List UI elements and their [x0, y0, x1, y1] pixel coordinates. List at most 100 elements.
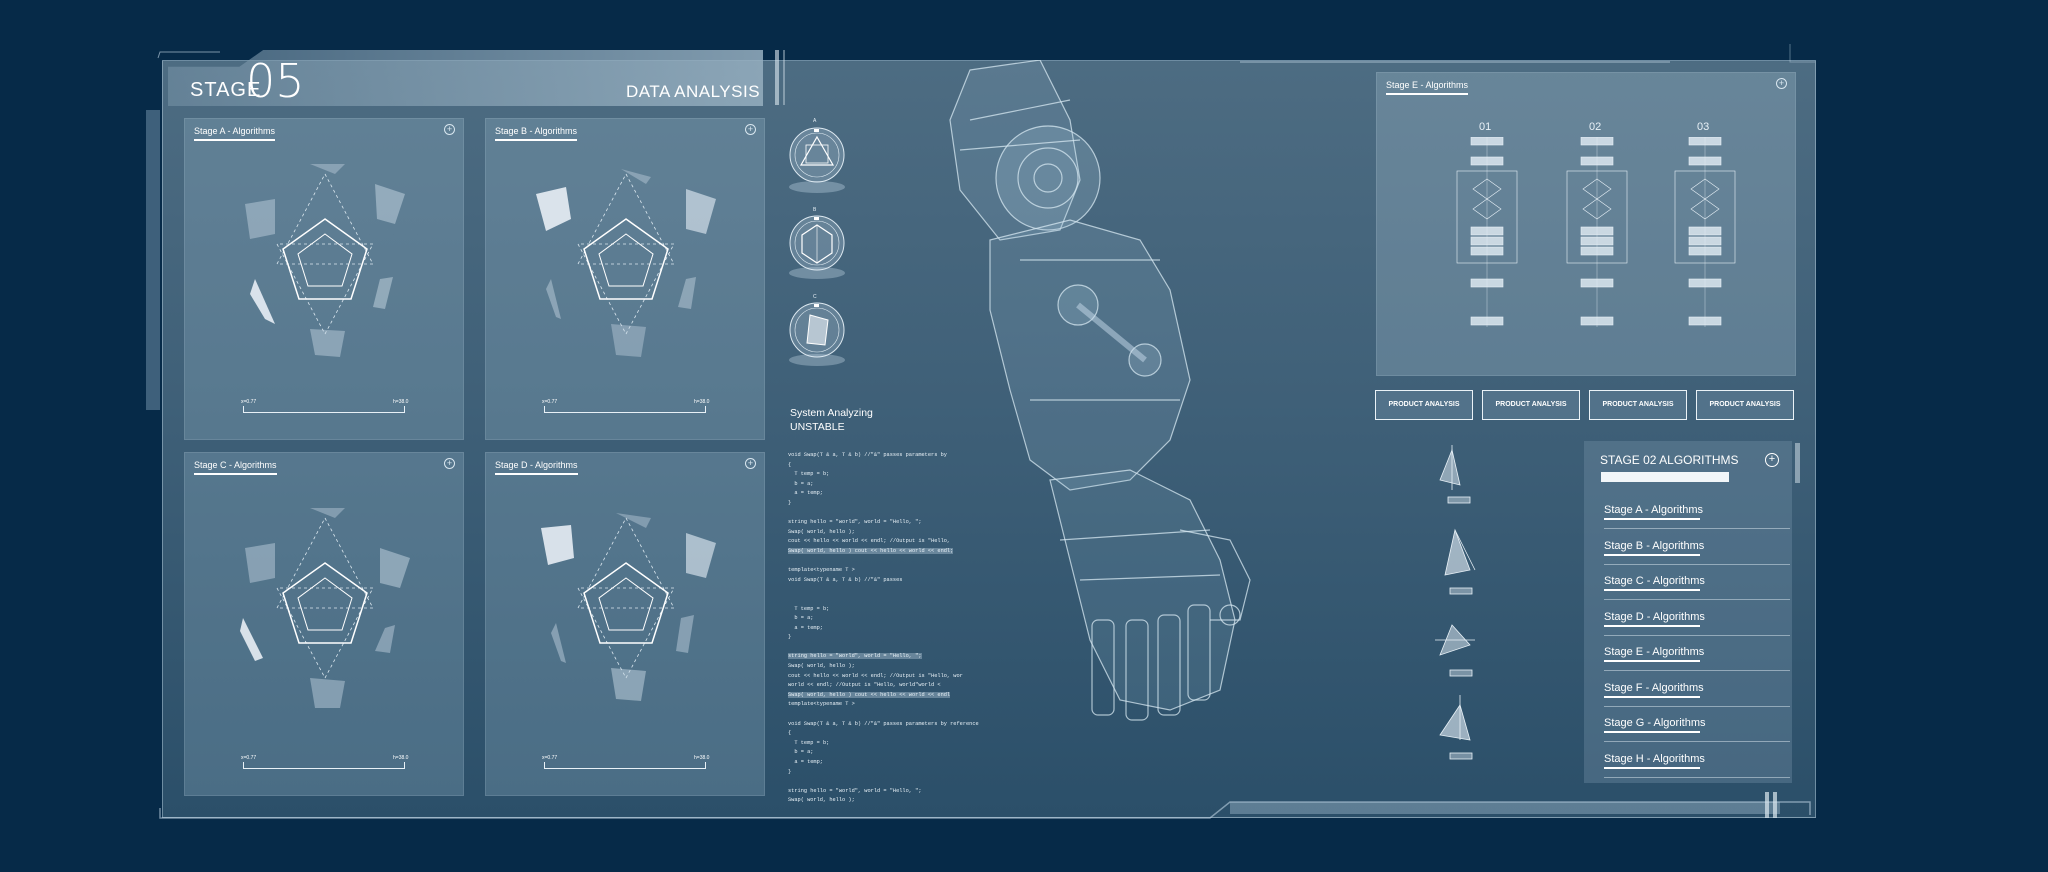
code-line: {	[788, 730, 792, 737]
scale-bar	[243, 762, 405, 769]
left-dock	[146, 110, 160, 410]
stage02-item-label: Stage F - Algorithms	[1604, 681, 1704, 694]
shape-icons	[789, 127, 845, 366]
add-icon[interactable]: +	[745, 124, 756, 135]
stage02-item-label: Stage D - Algorithms	[1604, 610, 1705, 623]
scale-right-label: h=38.0	[694, 399, 710, 405]
scroll-indicator[interactable]	[1795, 443, 1800, 483]
stage02-list-item[interactable]: Stage E - Algorithms	[1604, 642, 1790, 671]
dodecahedron-diagram	[245, 164, 405, 357]
stage02-item-label: Stage E - Algorithms	[1604, 646, 1705, 658]
shape-icon-c	[789, 302, 845, 366]
code-line: a = temp;	[788, 759, 823, 765]
stage-number: 05	[246, 54, 305, 108]
product-analysis-button-2[interactable]: PRODUCT ANALYSIS	[1482, 390, 1580, 420]
stage02-list-item[interactable]: Stage H - Algorithms	[1604, 749, 1790, 778]
panel-title: Stage A - Algorithms	[194, 126, 276, 141]
stage02-item-label: Stage A - Algorithms	[1604, 504, 1704, 516]
panel-title: Stage B - Algorithms	[495, 126, 578, 141]
add-icon[interactable]: +	[1765, 453, 1779, 467]
column-label-01: 01	[1479, 121, 1492, 133]
code-block: void Swap(T & a, T & b) //"&" passes par…	[788, 452, 979, 807]
dodecahedron-diagram	[240, 508, 410, 708]
scale-right-label: h=38.0	[393, 399, 409, 405]
stage02-item-underline	[1604, 518, 1700, 520]
stage02-item-label: Stage H - Algorithms	[1604, 752, 1705, 765]
code-line: string hello = "world", world = "Hello, …	[788, 653, 922, 660]
code-line: void Swap(T & a, T & b) //"&" passes	[788, 576, 903, 583]
scale-left-label: x=0.77	[542, 399, 558, 405]
add-icon[interactable]: +	[444, 124, 455, 135]
scale-right-label: h=38.0	[393, 755, 409, 761]
panel-stage-a: Stage A - Algorithms + x=0.77 h=38.0	[184, 118, 464, 440]
system-status-value: UNSTABLE	[790, 421, 845, 433]
stage02-item-label: Stage G - Algorithms	[1604, 717, 1706, 729]
stage02-item-underline	[1604, 660, 1700, 662]
code-line: b = a;	[788, 480, 814, 487]
stage02-list-item[interactable]: Stage A - Algorithms	[1604, 500, 1790, 529]
icon-label-a: A	[813, 118, 817, 124]
stage02-item-label: Stage B - Algorithms	[1604, 539, 1705, 552]
stage02-item-underline	[1604, 766, 1700, 769]
panel-title: Stage E - Algorithms	[1386, 80, 1469, 95]
scale-left-label: x=0.77	[241, 755, 257, 761]
code-line: Swap( world, hello );	[788, 663, 855, 670]
code-line: Swap( world, hello ) cout << hello << wo…	[788, 547, 954, 554]
dodecahedron-diagram	[536, 169, 716, 357]
code-line: Swap( world, hello );	[788, 797, 855, 804]
code-line: string hello = "world", world = "Hello, …	[788, 787, 922, 794]
stage02-list-item[interactable]: Stage B - Algorithms	[1604, 536, 1790, 565]
main-frame	[162, 60, 1816, 818]
code-line	[788, 778, 958, 788]
code-line: cout << hello << world << endl; //Output…	[788, 672, 963, 679]
add-icon[interactable]: +	[1776, 78, 1787, 89]
shape-icon-b	[789, 215, 845, 279]
code-line: a = temp;	[788, 624, 823, 631]
product-analysis-button-3[interactable]: PRODUCT ANALYSIS	[1589, 390, 1687, 420]
stage02-list-item[interactable]: Stage D - Algorithms	[1604, 607, 1790, 636]
stage02-panel	[1584, 441, 1792, 783]
stage02-item-label: Stage C - Algorithms	[1604, 575, 1705, 587]
code-line: cout << hello << world << endl; //Output…	[788, 538, 951, 545]
scale-bar	[544, 762, 706, 769]
stage02-item-underline	[1604, 695, 1700, 698]
stage02-progress-bar	[1601, 472, 1729, 482]
product-analysis-button-1[interactable]: PRODUCT ANALYSIS	[1375, 390, 1473, 420]
header-bar	[168, 50, 763, 106]
system-status-title: System Analyzing	[790, 407, 873, 419]
code-line: }	[788, 634, 792, 641]
flowchart-diagram	[1456, 137, 1736, 327]
stage02-list-item[interactable]: Stage F - Algorithms	[1604, 678, 1790, 707]
code-line: Swap( world, hello ) cout << hello << wo…	[788, 691, 951, 698]
add-icon[interactable]: +	[444, 458, 455, 469]
code-line: world << endl; //Output is "Hello, world…	[788, 682, 941, 689]
shape-icon-a	[789, 127, 845, 193]
stage02-list-item[interactable]: Stage G - Algorithms	[1604, 713, 1790, 742]
panel-title: Stage D - Algorithms	[495, 460, 578, 475]
panel-stage-b: Stage B - Algorithms + x=0.77 h=38.0	[485, 118, 765, 440]
stage02-title: STAGE 02 ALGORITHMS	[1600, 453, 1739, 467]
frame-decoration	[157, 44, 1815, 819]
code-line: b = a;	[788, 749, 814, 756]
icon-label-c: C	[813, 294, 817, 300]
robot-arm-illustration	[949, 60, 1251, 721]
scale-left-label: x=0.77	[241, 399, 257, 405]
code-line: a = temp;	[788, 490, 823, 497]
code-line: void Swap(T & a, T & b) //"&" passes par…	[788, 720, 979, 727]
icon-label-b: B	[813, 207, 817, 213]
code-line: T temp = b;	[788, 739, 830, 746]
panel-stage-d: Stage D - Algorithms + x=0.77 h=38.0	[485, 452, 765, 796]
scale-left-label: x=0.77	[542, 755, 558, 761]
product-analysis-button-4[interactable]: PRODUCT ANALYSIS	[1696, 390, 1794, 420]
code-line: template<typename T >	[788, 567, 855, 574]
code-line: }	[788, 768, 792, 775]
code-line: template<typename T >	[788, 701, 855, 708]
code-line: {	[788, 461, 792, 468]
section-title: DATA ANALYSIS	[626, 82, 761, 101]
stage02-list-item[interactable]: Stage C - Algorithms	[1604, 571, 1790, 600]
code-line: }	[788, 499, 792, 506]
code-line: T temp = b;	[788, 605, 830, 612]
stage02-item-underline	[1604, 624, 1700, 627]
add-icon[interactable]: +	[745, 458, 756, 469]
vector-diagrams	[1435, 445, 1476, 760]
